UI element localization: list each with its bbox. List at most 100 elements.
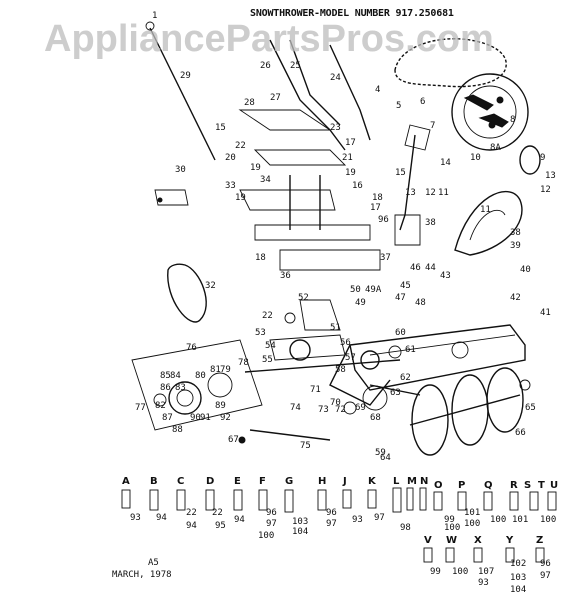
svg-text:O: O — [434, 480, 443, 491]
svg-text:30: 30 — [175, 165, 186, 175]
svg-text:19: 19 — [250, 163, 261, 173]
svg-text:36: 36 — [280, 271, 291, 281]
svg-text:96: 96 — [326, 508, 337, 518]
drive-components — [244, 299, 402, 373]
svg-text:16: 16 — [352, 181, 363, 191]
svg-text:38: 38 — [425, 218, 436, 228]
svg-text:99: 99 — [430, 567, 441, 577]
svg-text:60: 60 — [395, 328, 406, 338]
svg-text:61: 61 — [405, 345, 416, 355]
svg-text:103: 103 — [292, 517, 308, 527]
pulley-plate — [451, 73, 529, 151]
svg-text:42: 42 — [510, 293, 521, 303]
svg-text:18: 18 — [255, 253, 266, 263]
svg-text:75: 75 — [300, 441, 311, 451]
svg-text:W: W — [446, 535, 457, 546]
small-pulley — [519, 145, 541, 175]
svg-text:8: 8 — [510, 115, 515, 125]
svg-text:98: 98 — [400, 523, 411, 533]
svg-text:97: 97 — [374, 513, 385, 523]
svg-text:90: 90 — [190, 413, 201, 423]
svg-text:M: M — [407, 476, 417, 487]
svg-text:45: 45 — [400, 281, 411, 291]
svg-text:20: 20 — [225, 153, 236, 163]
svg-text:93: 93 — [352, 515, 363, 525]
svg-text:53: 53 — [255, 328, 266, 338]
svg-text:28: 28 — [244, 98, 255, 108]
svg-text:G: G — [285, 476, 293, 487]
svg-text:46: 46 — [410, 263, 421, 273]
svg-text:103: 103 — [510, 573, 526, 583]
svg-text:85: 85 — [160, 371, 171, 381]
svg-text:97: 97 — [326, 519, 337, 529]
svg-text:67: 67 — [228, 435, 239, 445]
svg-text:22: 22 — [186, 508, 197, 518]
belt — [167, 263, 207, 323]
svg-text:100: 100 — [444, 523, 460, 533]
svg-text:40: 40 — [520, 265, 531, 275]
control-rod — [145, 21, 216, 161]
svg-text:94: 94 — [234, 515, 245, 525]
svg-text:95: 95 — [215, 521, 226, 531]
svg-text:88: 88 — [172, 425, 183, 435]
svg-text:43: 43 — [440, 271, 451, 281]
svg-text:84: 84 — [170, 371, 181, 381]
svg-text:8A: 8A — [490, 143, 501, 153]
svg-text:107: 107 — [478, 567, 494, 577]
svg-text:96: 96 — [266, 508, 277, 518]
svg-text:64: 64 — [380, 453, 391, 463]
svg-text:100: 100 — [464, 519, 480, 529]
svg-text:N: N — [420, 476, 428, 487]
svg-text:U: U — [550, 480, 558, 491]
svg-text:14: 14 — [440, 158, 451, 168]
svg-text:10: 10 — [470, 153, 481, 163]
svg-text:71: 71 — [310, 385, 321, 395]
svg-text:99: 99 — [444, 515, 455, 525]
svg-text:A: A — [122, 476, 130, 487]
bracket — [154, 189, 189, 206]
watermark-text: AppliancePartsPros.com — [44, 18, 494, 60]
svg-text:49A: 49A — [365, 285, 382, 295]
footer-code: A5 — [148, 558, 159, 568]
svg-text:38: 38 — [510, 228, 521, 238]
drive-chain — [394, 38, 507, 88]
svg-text:89: 89 — [215, 401, 226, 411]
svg-text:15: 15 — [395, 168, 406, 178]
svg-text:F: F — [259, 476, 266, 487]
svg-text:92: 92 — [220, 413, 231, 423]
gearbox-inset — [131, 339, 263, 431]
svg-text:94: 94 — [156, 513, 167, 523]
svg-text:93: 93 — [130, 513, 141, 523]
svg-text:Y: Y — [505, 535, 514, 546]
svg-text:100: 100 — [490, 515, 506, 525]
svg-text:22: 22 — [235, 141, 246, 151]
svg-text:96: 96 — [378, 215, 389, 225]
handle-assembly — [238, 39, 381, 271]
svg-text:76: 76 — [186, 343, 197, 353]
svg-text:19: 19 — [235, 193, 246, 203]
svg-text:H: H — [318, 476, 326, 487]
svg-text:83: 83 — [175, 383, 186, 393]
svg-text:68: 68 — [370, 413, 381, 423]
svg-text:47: 47 — [395, 293, 406, 303]
svg-text:29: 29 — [180, 71, 191, 81]
svg-text:C: C — [177, 476, 184, 487]
callout-labels: 1 29 26 25 24 4 5 6 7 28 27 15 22 20 19 … — [135, 11, 556, 463]
svg-text:52: 52 — [298, 293, 309, 303]
belt-drive — [454, 190, 523, 256]
svg-text:18: 18 — [372, 193, 383, 203]
svg-text:B: B — [150, 476, 158, 487]
svg-text:69: 69 — [355, 403, 366, 413]
hardware-row — [121, 487, 557, 563]
shift-lever — [394, 124, 431, 246]
auger-shaft — [343, 384, 421, 415]
svg-text:J: J — [342, 476, 347, 487]
model-title: SNOWTHROWER-MODEL NUMBER 917.250681 — [250, 8, 454, 19]
svg-text:66: 66 — [515, 428, 526, 438]
svg-text:100: 100 — [540, 515, 556, 525]
svg-text:56: 56 — [340, 338, 351, 348]
svg-text:13: 13 — [405, 188, 416, 198]
svg-text:73: 73 — [318, 405, 329, 415]
